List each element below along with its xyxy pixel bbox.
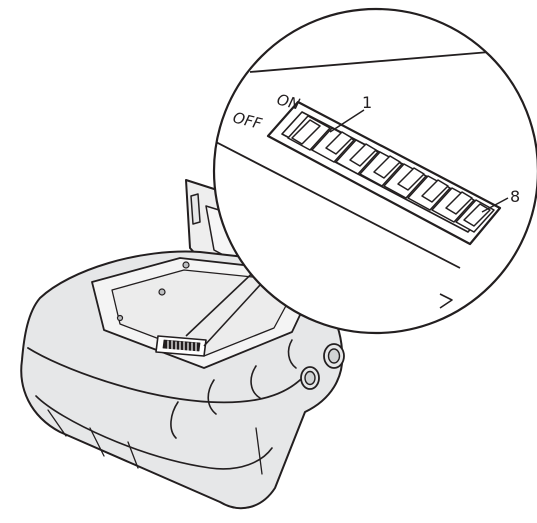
switch-number-1: 1 bbox=[362, 93, 372, 112]
screw-center bbox=[159, 289, 165, 295]
side-button-upper bbox=[324, 344, 344, 368]
switch-number-8: 8 bbox=[510, 187, 520, 206]
screw-top bbox=[183, 262, 189, 268]
lid-latch bbox=[191, 194, 200, 224]
magnified-callout: ON OFF 1 8 bbox=[212, 9, 537, 333]
side-button-lower bbox=[301, 367, 319, 389]
screw-left bbox=[118, 316, 123, 321]
dip-switch-on-printer bbox=[156, 336, 206, 356]
